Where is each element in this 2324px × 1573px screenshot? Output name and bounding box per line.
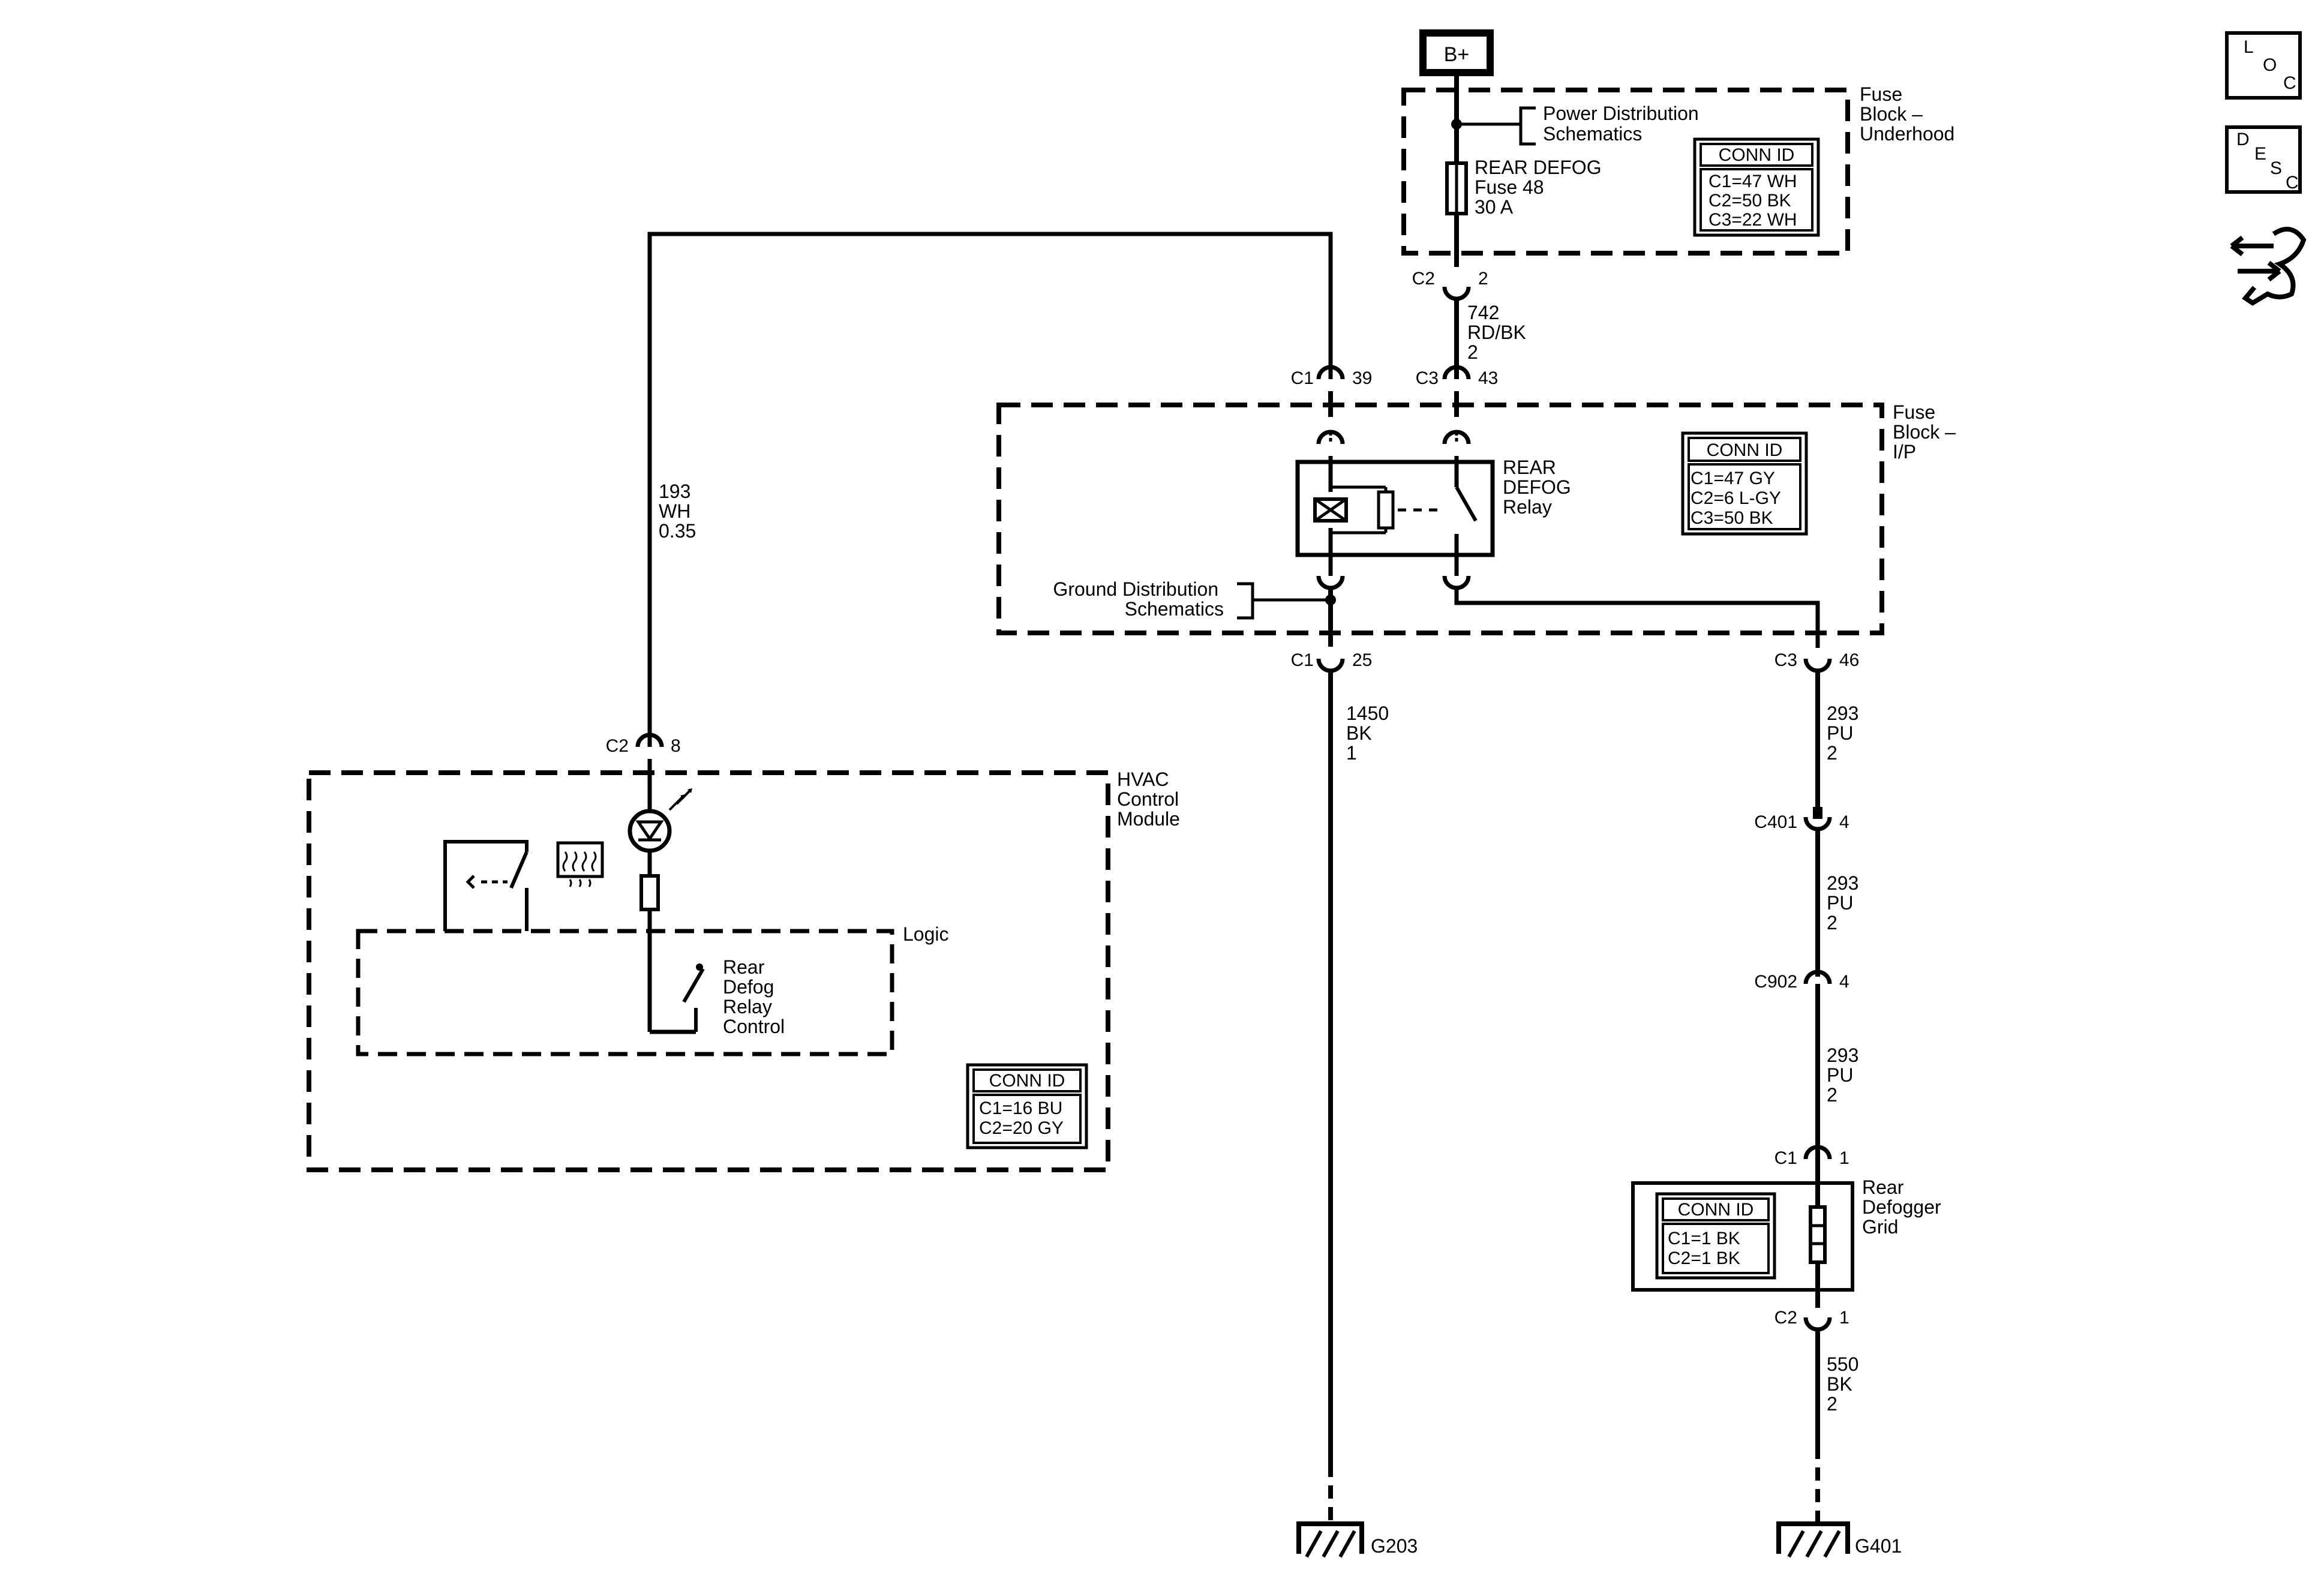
schematic-operation-icon[interactable] [2230,227,2307,306]
svg-text:CONN ID: CONN ID [1678,1200,1754,1220]
connector-underhood-c2: C2 2 [1412,269,1488,301]
svg-text:D: D [2236,130,2250,149]
svg-text:4: 4 [1839,972,1849,992]
svg-text:C1: C1 [1291,368,1314,388]
svg-text:CONN ID: CONN ID [989,1071,1065,1091]
connector-hvac-c2-8: C2 8 [606,733,681,756]
svg-text:C3: C3 [1774,650,1797,670]
wire-293-c-label: 293 PU 2 [1827,1044,1864,1106]
conn-id-box-underhood: CONN ID C1=47 WH C2=50 BK C3=22 WH [1693,137,1820,237]
logic-block: Logic Rear Defog Relay Control [356,923,949,1056]
svg-text:C2: C2 [606,736,629,756]
svg-text:46: 46 [1839,650,1859,670]
ground-g401: G401 [1776,1521,1902,1558]
connector-ip-c1-25: C1 25 [1291,650,1372,673]
wire-193: 193 WH 0.35 [647,232,1333,747]
svg-text:S: S [2270,158,2282,178]
svg-text:CONN ID: CONN ID [1719,145,1795,165]
svg-text:4: 4 [1839,812,1849,832]
b-plus-label: B+ [1444,43,1470,66]
fuse-block-underhood: Fuse Block – Underhood Power Distributio… [1401,73,1954,267]
conn-id-box-hvac: CONN ID C1=16 BU C2=20 GY [966,1063,1088,1149]
wire-550-label: 550 BK 2 [1827,1353,1864,1415]
svg-text:C1: C1 [1774,1148,1797,1168]
svg-text:Logic: Logic [903,923,949,945]
connector-defogger-c2: C2 1 [1774,1308,1849,1332]
svg-text:43: 43 [1478,368,1498,388]
svg-text:25: 25 [1352,650,1372,670]
svg-text:G203: G203 [1371,1535,1418,1557]
rear-defogger-grid: Rear Defogger Grid CONN ID C1=1 BK C2=1 … [1631,1159,1947,1308]
rear-defrost-icon [556,841,604,887]
svg-text:C902: C902 [1754,972,1797,992]
svg-text:C: C [2283,73,2296,93]
svg-text:G401: G401 [1855,1535,1902,1557]
svg-text:C2: C2 [1774,1308,1797,1328]
conn-id-box-defogger: CONN ID C1=1 BK C2=1 BK [1655,1192,1776,1280]
fuse-block-underhood-label: Fuse Block – Underhood [1860,83,1954,145]
svg-text:1: 1 [1839,1148,1849,1168]
hvac-control-module: HVAC Control Module [307,759,1184,1172]
svg-text:C2: C2 [1412,269,1435,289]
conn-id-box-ip: CONN ID C1=47 GY C2=6 L-GY C3=50 BK [1681,431,1808,536]
svg-text:REAR DEFOG Rel: REAR DEFOG Relay [1503,457,1577,518]
svg-text:C3: C3 [1416,368,1439,388]
svg-text:O: O [2263,55,2277,75]
svg-text:39: 39 [1352,368,1372,388]
svg-text:2: 2 [1478,269,1488,289]
desc-legend-button[interactable]: D E S C [2225,125,2302,194]
svg-text:C401: C401 [1754,812,1797,832]
svg-text:Rear Defog Rel: Rear Defog Relay Control [723,956,785,1037]
led-indicator-icon [627,788,692,853]
svg-text:L: L [2244,37,2254,57]
svg-text:E: E [2254,144,2266,164]
svg-text:Rear Defogger Grid: Rear Defogger Grid [1862,1176,1947,1238]
svg-text:C1=47 WH C2=50 BK: C1=47 WH C2=50 BK C3=22 WH [1709,172,1802,230]
fuse-48-label: REAR DEFOG Fuse 48 30 A [1475,157,1607,218]
rear-defog-relay: REAR DEFOG Relay [1295,456,1577,564]
ground-g203: G203 [1296,1521,1418,1558]
fuse-block-ip: Fuse Block – I/P [996,401,1961,648]
loc-legend-button[interactable]: L O C [2225,31,2302,100]
hvac-module-label: HVAC Control Module [1117,769,1184,830]
svg-text:8: 8 [671,736,681,756]
wire-742-label: 742 RD/BK 2 [1467,302,1532,363]
fuse-block-ip-label: Fuse Block – I/P [1893,401,1961,463]
connector-ip-c3-43: C3 43 [1416,365,1498,388]
wire-293-a-label: 293 PU 2 [1827,703,1864,764]
svg-text:C: C [2286,173,2299,193]
connector-ip-c1-39: C1 39 [1291,365,1372,388]
connector-c902: C902 4 [1754,969,1849,992]
svg-text:C1=1 BK C2=1 BK: C1=1 BK C2=1 BK [1668,1229,1745,1268]
wire-1450-label: 1450 BK 1 [1346,703,1394,764]
rear-defog-switch [443,840,529,931]
svg-text:C1: C1 [1291,650,1314,670]
svg-text:C1=16 BU C2=20 GY: C1=16 BU C2=20 GY [979,1098,1068,1138]
svg-text:C1=47 GY C2=6 L-GY: C1=47 GY C2=6 L-GY C3=50 BK [1691,469,1786,528]
svg-text:CONN ID: CONN ID [1707,440,1783,460]
power-distribution-ref[interactable]: Power Distribution Schematics [1543,103,1704,145]
connector-defogger-c1: C1 1 [1774,1145,1849,1168]
svg-text:1: 1 [1839,1308,1849,1328]
svg-text:193 WH 0.35: 193 WH 0.35 [659,481,696,542]
ground-distribution-ref[interactable]: Ground Distribution Schematics [1053,578,1224,620]
wire-293-b-label: 293 PU 2 [1827,872,1864,933]
connector-ip-c3-46: C3 46 [1774,650,1859,673]
b-plus-source: B+ [1419,29,1494,76]
connector-c401: C401 4 [1754,807,1849,832]
